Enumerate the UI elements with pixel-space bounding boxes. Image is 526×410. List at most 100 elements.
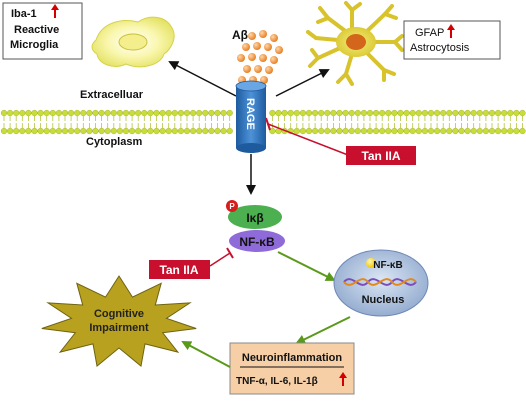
lipid-head xyxy=(318,127,325,135)
phospho-node xyxy=(226,200,238,212)
lipid-head xyxy=(287,109,294,117)
astrocytosis-box: GFAP Astrocytosis xyxy=(403,20,501,60)
lipid-head xyxy=(116,127,124,135)
lipid-head xyxy=(324,109,331,117)
lipid-head xyxy=(141,109,148,117)
abeta-label: Aβ xyxy=(232,28,248,42)
amyloid-beta-particle xyxy=(265,66,273,74)
lipid-head xyxy=(293,127,300,135)
lipid-head xyxy=(470,127,477,135)
astrocytosis-label: Astrocytosis xyxy=(410,42,470,54)
lipid-head xyxy=(183,127,191,135)
lipid-head xyxy=(190,127,197,135)
lipid-head xyxy=(92,109,99,117)
lipid-head xyxy=(190,109,197,117)
lipid-head xyxy=(220,109,227,117)
up-arrow-icon xyxy=(339,372,347,386)
lipid-head xyxy=(214,109,221,117)
arrow-to-microglia xyxy=(168,61,237,97)
lipid-head xyxy=(0,109,8,117)
lipid-head xyxy=(208,109,215,117)
nucleus-label: Nucleus xyxy=(362,294,405,306)
lipid-head xyxy=(165,109,172,117)
gfap-label: GFAP xyxy=(415,27,444,39)
lipid-head xyxy=(74,127,81,135)
lipid-head xyxy=(397,127,404,135)
cognitive-label: Cognitive xyxy=(94,308,144,320)
lipid-head xyxy=(61,127,69,135)
lipid-head xyxy=(312,127,319,135)
lipid-head xyxy=(31,109,38,117)
lipid-head xyxy=(116,109,124,117)
lipid-head xyxy=(153,109,160,117)
lipid-head xyxy=(104,127,111,135)
lipid-head xyxy=(415,109,422,117)
tan-iia-left-label: Tan IIA xyxy=(159,263,198,277)
impairment-label: Impairment xyxy=(89,322,149,334)
lipid-head xyxy=(348,127,355,135)
microglia-cell-icon xyxy=(91,16,175,68)
amyloid-beta-particle xyxy=(254,65,262,73)
lipid-head xyxy=(122,127,130,135)
amyloid-beta-particle xyxy=(270,56,278,64)
lipid-head xyxy=(360,127,368,135)
lipid-head xyxy=(67,127,75,135)
amyloid-beta-particle xyxy=(270,34,278,42)
lipid-head xyxy=(336,109,343,117)
lipid-head xyxy=(275,109,282,117)
lipid-head xyxy=(80,109,87,117)
lipid-head xyxy=(427,127,435,135)
lipid-head xyxy=(31,127,38,135)
lipid-head xyxy=(391,109,398,117)
ikb-node xyxy=(228,205,282,229)
lipid-head xyxy=(129,127,136,135)
lipid-head xyxy=(171,109,178,117)
lipid-head xyxy=(501,109,508,117)
lipid-head xyxy=(92,127,99,135)
lipid-head xyxy=(202,109,209,117)
amyloid-beta-particle xyxy=(248,32,256,40)
lipid-head xyxy=(147,109,154,117)
lipid-head xyxy=(74,109,81,117)
tan-iia-inhibitor-left: Tan IIA xyxy=(149,247,234,279)
lipid-head xyxy=(415,127,422,135)
lipid-head xyxy=(458,109,465,117)
lipid-head xyxy=(43,127,50,135)
lipid-head xyxy=(25,127,32,135)
lipid-head xyxy=(409,127,416,135)
reactive-label: Reactive xyxy=(14,24,59,36)
amyloid-beta-particle xyxy=(253,42,261,50)
lipid-head xyxy=(110,109,117,117)
neuroinflammation-title: Neuroinflammation xyxy=(242,352,343,364)
nfkb-label: NF-κB xyxy=(239,235,275,249)
lipid-head xyxy=(37,127,44,135)
lipid-head xyxy=(183,109,191,117)
lipid-head xyxy=(153,127,160,135)
dna-helix-icon xyxy=(343,278,417,286)
lipid-head xyxy=(110,127,117,135)
microglia-label: Microglia xyxy=(10,39,59,51)
lipid-head xyxy=(373,109,380,117)
lipid-head xyxy=(379,109,386,117)
lipid-head xyxy=(421,109,429,117)
neuroinflammation-box: Neuroinflammation TNF-α, IL-6, IL-1β xyxy=(229,342,355,395)
amyloid-beta-particle xyxy=(260,76,268,84)
arrow-nfkb-to-nucleus xyxy=(277,251,336,281)
lipid-head xyxy=(7,127,14,135)
lipid-head xyxy=(196,109,203,117)
lipid-head xyxy=(403,127,410,135)
lipid-head xyxy=(226,127,233,135)
lipid-head xyxy=(501,127,508,135)
arrow-to-astrocyte xyxy=(275,69,330,97)
nfkb-node xyxy=(229,230,285,252)
lipid-head xyxy=(293,109,300,117)
amyloid-beta-particle xyxy=(237,54,245,62)
lipid-head xyxy=(165,127,172,135)
lipid-head xyxy=(373,127,380,135)
amyloid-beta-particle xyxy=(242,43,250,51)
lipid-head xyxy=(269,127,276,135)
lipid-head xyxy=(49,109,56,117)
lipid-head xyxy=(135,109,142,117)
